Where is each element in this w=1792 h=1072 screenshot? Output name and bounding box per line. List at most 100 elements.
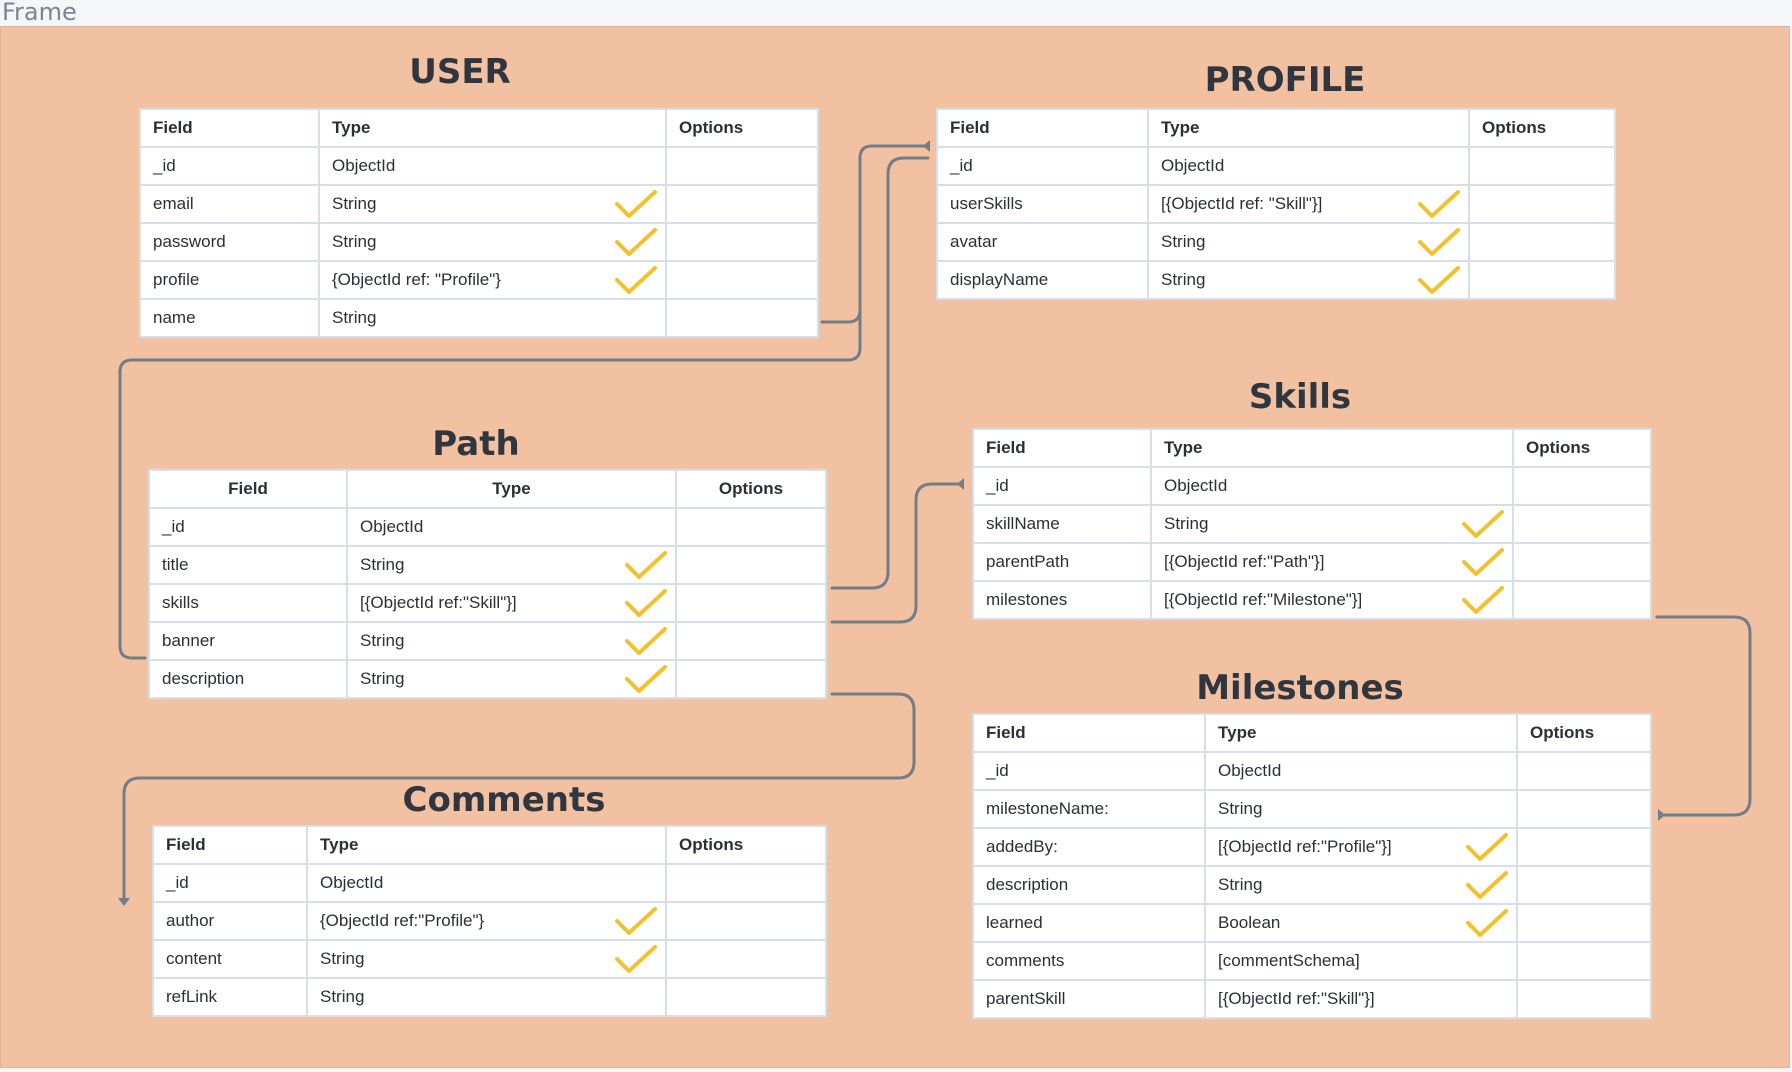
- profile-title: PROFILE: [1204, 60, 1366, 100]
- type-cell: Boolean: [1204, 903, 1518, 943]
- options-cell: [675, 583, 827, 623]
- type-text: String: [332, 232, 377, 251]
- frame-label: Frame: [2, 0, 77, 26]
- milestones-title: Milestones: [1196, 668, 1404, 708]
- checkmark-icon: [615, 907, 657, 935]
- options-cell: [1516, 789, 1652, 829]
- type-cell: [{ObjectId ref:"Profile"}]: [1204, 827, 1518, 867]
- checkmark-icon: [1418, 266, 1460, 294]
- type-cell: String: [318, 222, 667, 262]
- type-cell: {ObjectId ref:"Profile"}: [306, 901, 667, 941]
- field-cell: milestoneName:: [972, 789, 1206, 829]
- field-cell: addedBy:: [972, 827, 1206, 867]
- checkmark-icon: [625, 627, 667, 655]
- field-cell: email: [139, 184, 320, 224]
- field-header: Field: [139, 108, 320, 148]
- options-cell: [675, 621, 827, 661]
- field-cell: parentSkill: [972, 979, 1206, 1019]
- path-title: Path: [432, 424, 520, 464]
- options-cell: [665, 146, 819, 186]
- type-header: Type: [1150, 428, 1514, 468]
- checkmark-icon: [1418, 190, 1460, 218]
- type-text: String: [320, 949, 365, 968]
- type-cell: ObjectId: [306, 863, 667, 903]
- field-cell: _id: [139, 146, 320, 186]
- options-cell: [665, 863, 827, 903]
- field-cell: userSkills: [936, 184, 1149, 224]
- field-header: Field: [152, 825, 308, 865]
- field-header: Field: [936, 108, 1149, 148]
- options-cell: [1516, 827, 1652, 867]
- field-cell: content: [152, 939, 308, 979]
- field-cell: avatar: [936, 222, 1149, 262]
- options-header: Options: [665, 825, 827, 865]
- field-cell: parentPath: [972, 542, 1152, 582]
- checkmark-icon: [1462, 548, 1504, 576]
- checkmark-icon: [615, 266, 657, 294]
- type-text: String: [1164, 514, 1209, 533]
- type-header: Type: [346, 469, 677, 509]
- type-cell: String: [346, 659, 677, 699]
- type-text: String: [1218, 875, 1263, 894]
- options-cell: [1516, 979, 1652, 1019]
- checkmark-icon: [615, 945, 657, 973]
- type-text: String: [332, 308, 377, 327]
- table-row: comments[commentSchema]: [972, 941, 1652, 981]
- options-cell: [1516, 903, 1652, 943]
- type-cell: [commentSchema]: [1204, 941, 1518, 981]
- type-cell: ObjectId: [1150, 466, 1514, 506]
- type-text: String: [332, 194, 377, 213]
- table-row: parentPath [{ObjectId ref:"Path"}]: [972, 542, 1652, 582]
- type-text: String: [360, 631, 405, 650]
- options-header: Options: [1516, 713, 1652, 753]
- type-text: ObjectId: [1218, 761, 1282, 780]
- checkmark-icon: [1462, 510, 1504, 538]
- type-text: String: [1218, 799, 1263, 818]
- type-text: [{ObjectId ref:"Path"}]: [1164, 552, 1325, 571]
- options-cell: [1468, 260, 1616, 300]
- checkmark-icon: [625, 665, 667, 693]
- type-text: String: [1161, 270, 1206, 289]
- options-cell: [665, 298, 819, 338]
- type-text: ObjectId: [360, 517, 424, 536]
- type-cell: String: [306, 939, 667, 979]
- type-cell: String: [1204, 789, 1518, 829]
- type-cell: String: [1150, 504, 1514, 544]
- type-text: String: [360, 555, 405, 574]
- field-cell: _id: [148, 507, 348, 547]
- field-cell: author: [152, 901, 308, 941]
- options-header: Options: [1512, 428, 1652, 468]
- table-row: author{ObjectId ref:"Profile"}: [152, 901, 827, 941]
- type-cell: String: [346, 621, 677, 661]
- table-row: addedBy:[{ObjectId ref:"Profile"}]: [972, 827, 1652, 867]
- table-row: parentSkill[{ObjectId ref:"Skill"}]: [972, 979, 1652, 1019]
- type-text: String: [320, 987, 365, 1006]
- table-row: userSkills[{ObjectId ref: "Skill"}]: [936, 184, 1616, 224]
- options-cell: [1512, 504, 1652, 544]
- field-cell: learned: [972, 903, 1206, 943]
- type-header: Type: [1147, 108, 1470, 148]
- type-text: ObjectId: [1164, 476, 1228, 495]
- options-cell: [1468, 222, 1616, 262]
- type-header: Type: [306, 825, 667, 865]
- checkmark-icon: [1466, 871, 1508, 899]
- checkmark-icon: [1462, 586, 1504, 614]
- type-cell: ObjectId: [346, 507, 677, 547]
- table-row: milestones[{ObjectId ref:"Milestone"}]: [972, 580, 1652, 620]
- type-text: Boolean: [1218, 913, 1281, 932]
- type-cell: String: [346, 545, 677, 585]
- user-title: USER: [409, 52, 511, 92]
- type-cell: [{ObjectId ref:"Skill"}]: [1204, 979, 1518, 1019]
- type-cell: [{ObjectId ref:"Milestone"}]: [1150, 580, 1514, 620]
